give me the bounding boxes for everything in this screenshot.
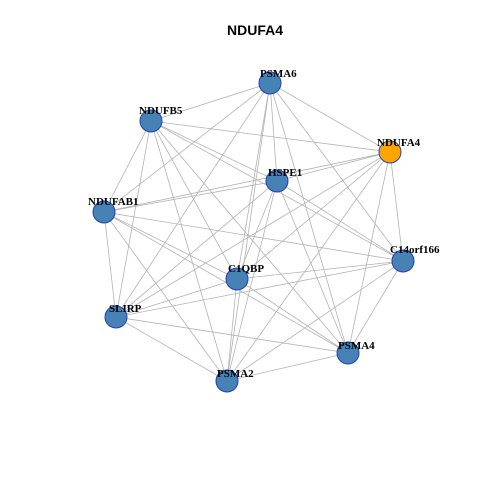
- node-label-PSMA4: PSMA4: [338, 340, 375, 352]
- edge-NDUFB5-PSMA2: [150, 120, 228, 382]
- edge-C1QBP-PSMA2: [226, 278, 238, 382]
- edge-PSMA6-PSMA2: [226, 82, 271, 382]
- edge-PSMA6-SLIRP: [115, 82, 271, 318]
- edge-NDUFA4-PSMA2: [226, 151, 391, 382]
- edge-NDUFA4-HSPE1: [276, 151, 391, 182]
- node-NDUFA4[interactable]: [378, 140, 402, 164]
- node-NDUFAB1[interactable]: [92, 200, 116, 224]
- edge-HSPE1-C14orf166: [276, 180, 404, 262]
- node-label-PSMA6: PSMA6: [260, 68, 297, 80]
- node-PSMA6[interactable]: [258, 71, 282, 95]
- edge-C14orf166-PSMA2: [226, 260, 404, 382]
- edge-PSMA6-HSPE1: [269, 82, 278, 182]
- edge-C14orf166-SLIRP: [115, 260, 404, 318]
- edge-PSMA4-PSMA2: [226, 352, 349, 382]
- edge-C1QBP-SLIRP: [115, 278, 238, 318]
- node-label-HSPE1: HSPE1: [268, 167, 302, 179]
- edge-PSMA6-PSMA4: [269, 82, 349, 354]
- node-label-NDUFB5: NDUFB5: [139, 105, 183, 117]
- edge-NDUFB5-SLIRP: [115, 120, 152, 318]
- edge-HSPE1-PSMA2: [226, 180, 278, 382]
- edge-NDUFB5-NDUFAB1: [103, 120, 152, 213]
- node-label-SLIRP: SLIRP: [109, 303, 142, 315]
- edge-PSMA6-C14orf166: [269, 82, 404, 262]
- edge-NDUFA4-SLIRP: [115, 151, 391, 318]
- edge-NDUFB5-HSPE1: [150, 120, 278, 182]
- edge-PSMA6-NDUFB5: [150, 82, 271, 122]
- diagram-title: NDUFA4: [227, 22, 283, 38]
- edge-NDUFAB1-PSMA2: [103, 211, 228, 382]
- edge-NDUFA4-C14orf166: [389, 151, 404, 262]
- edge-HSPE1-NDUFAB1: [103, 180, 278, 213]
- node-PSMA2[interactable]: [215, 369, 239, 393]
- node-SLIRP[interactable]: [104, 305, 128, 329]
- node-NDUFB5[interactable]: [139, 109, 163, 133]
- edge-NDUFB5-NDUFA4: [150, 120, 391, 153]
- edge-HSPE1-SLIRP: [115, 180, 278, 318]
- edge-NDUFA4-NDUFAB1: [103, 151, 391, 213]
- node-label-C1QBP: C1QBP: [228, 263, 264, 275]
- edge-PSMA6-NDUFAB1: [103, 82, 271, 213]
- node-C1QBP[interactable]: [225, 267, 249, 291]
- edge-SLIRP-PSMA4: [115, 316, 349, 354]
- label-group: PSMA6NDUFB5NDUFA4HSPE1NDUFAB1C14orf166C1…: [88, 68, 440, 380]
- edge-NDUFAB1-C14orf166: [103, 211, 404, 262]
- node-label-NDUFA4: NDUFA4: [377, 137, 421, 149]
- node-label-C14orf166: C14orf166: [390, 244, 440, 256]
- edge-NDUFAB1-SLIRP: [103, 211, 117, 318]
- edge-NDUFAB1-C1QBP: [103, 211, 238, 280]
- node-group: [92, 71, 415, 393]
- node-HSPE1[interactable]: [265, 169, 289, 193]
- node-PSMA4[interactable]: [336, 341, 360, 365]
- edge-C14orf166-PSMA4: [347, 260, 404, 354]
- edge-SLIRP-PSMA2: [115, 316, 228, 382]
- edge-HSPE1-PSMA4: [276, 180, 349, 354]
- edge-NDUFA4-PSMA4: [347, 151, 391, 354]
- node-C14orf166[interactable]: [391, 249, 415, 273]
- edge-C1QBP-PSMA4: [236, 278, 349, 354]
- edge-NDUFA4-C1QBP: [236, 151, 391, 280]
- node-label-NDUFAB1: NDUFAB1: [88, 196, 139, 208]
- edge-PSMA6-NDUFA4: [269, 82, 391, 153]
- edge-HSPE1-C1QBP: [236, 180, 278, 280]
- node-label-PSMA2: PSMA2: [217, 368, 254, 380]
- edge-C14orf166-C1QBP: [236, 260, 404, 280]
